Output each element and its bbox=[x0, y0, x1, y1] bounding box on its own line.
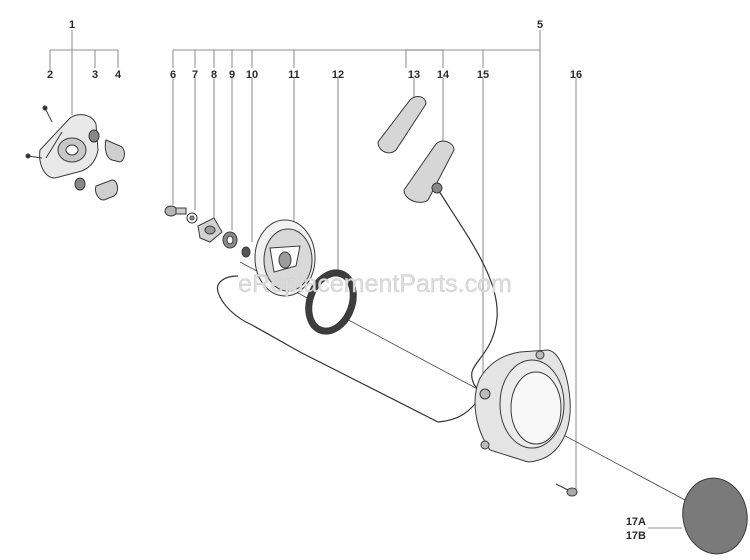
callout-9: 9 bbox=[229, 69, 235, 81]
watermark: eReplacementParts.com bbox=[238, 270, 512, 298]
decal-part bbox=[682, 477, 748, 555]
washer-small-part bbox=[186, 212, 198, 224]
spring-part bbox=[222, 231, 238, 249]
knob-part bbox=[95, 139, 125, 201]
callout-12: 12 bbox=[332, 69, 344, 81]
callout-6: 6 bbox=[170, 69, 176, 81]
callout-13: 13 bbox=[408, 69, 420, 81]
washer-part bbox=[74, 129, 100, 191]
callout-1: 1 bbox=[69, 19, 75, 31]
callout-3: 3 bbox=[92, 69, 98, 81]
bracket-housing-part bbox=[25, 105, 99, 179]
callout-4: 4 bbox=[115, 69, 122, 81]
spring-ring-part bbox=[305, 269, 357, 335]
callout-2: 2 bbox=[47, 69, 53, 81]
starter-housing-part bbox=[474, 349, 571, 463]
callout-16: 16 bbox=[570, 69, 582, 81]
callout-10: 10 bbox=[246, 69, 258, 81]
callout-8: 8 bbox=[211, 69, 217, 81]
callout-11: 11 bbox=[288, 69, 300, 81]
callout-15: 15 bbox=[477, 69, 489, 81]
callout-labels: 1 2 3 4 5 6 7 8 9 10 11 12 13 14 15 16 1… bbox=[47, 19, 646, 542]
callout-7: 7 bbox=[192, 69, 198, 81]
callout-17a: 17A bbox=[626, 516, 646, 528]
pulley-part bbox=[254, 219, 316, 297]
pawl-part bbox=[197, 217, 223, 243]
screw-part bbox=[164, 205, 187, 217]
leader-lines bbox=[49, 30, 701, 529]
callout-17b: 17B bbox=[626, 530, 646, 542]
callout-5: 5 bbox=[537, 19, 543, 31]
screw-housing-part bbox=[555, 483, 578, 497]
handle-grip-part bbox=[377, 96, 455, 203]
washer-flat-part bbox=[241, 246, 251, 258]
callout-14: 14 bbox=[437, 69, 450, 81]
